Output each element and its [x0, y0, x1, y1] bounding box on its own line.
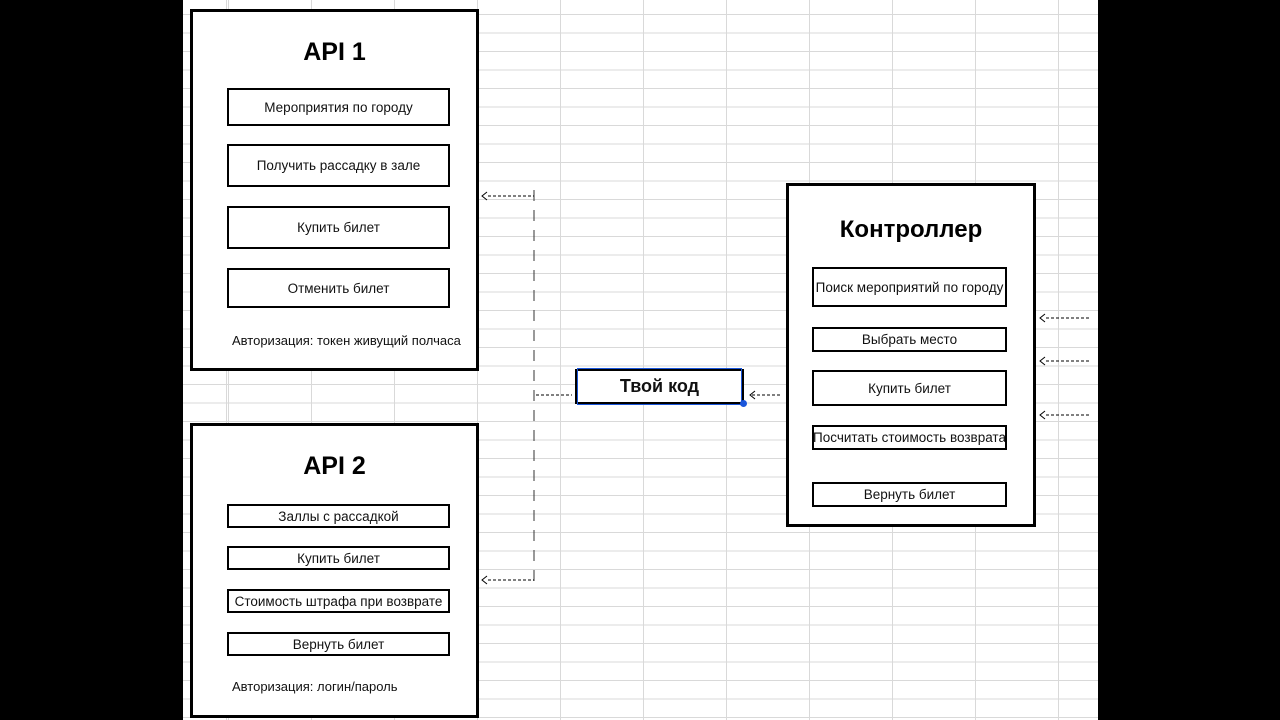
api1-item-buy-ticket[interactable]: Купить билет	[227, 206, 450, 249]
api2-item-halls-with-seating[interactable]: Заллы с рассадкой	[227, 504, 450, 528]
api2-item-buy-ticket[interactable]: Купить билет	[227, 546, 450, 570]
controller-title: Контроллер	[839, 216, 983, 243]
controller-item-return-ticket[interactable]: Вернуть билет	[812, 482, 1007, 507]
api1-auth-note: Авторизация: токен живущий полчаса	[232, 333, 461, 348]
api2-item-return-ticket[interactable]: Вернуть билет	[227, 632, 450, 656]
api2-title: API 2	[303, 452, 366, 480]
api2-item-refund-penalty[interactable]: Стоимость штрафа при возврате	[227, 589, 450, 613]
api1-title: API 1	[303, 38, 366, 66]
your-code-box[interactable]: Твой код	[575, 368, 744, 405]
api1-panel: API 1 Мероприятия по городу Получить рас…	[190, 9, 479, 371]
api1-item-cancel-ticket[interactable]: Отменить билет	[227, 268, 450, 308]
selection-handle[interactable]	[740, 400, 747, 407]
api2-panel: API 2 Заллы с рассадкой Купить билет Сто…	[190, 423, 479, 718]
api1-item-events-by-city[interactable]: Мероприятия по городу	[227, 88, 450, 126]
controller-item-search-events[interactable]: Поиск мероприятий по городу	[812, 267, 1007, 307]
controller-item-buy-ticket[interactable]: Купить билет	[812, 370, 1007, 406]
controller-item-calc-refund[interactable]: Посчитать стоимость возврата	[812, 425, 1007, 450]
controller-item-choose-seat[interactable]: Выбрать место	[812, 327, 1007, 352]
api1-item-hall-seating[interactable]: Получить рассадку в зале	[227, 144, 450, 187]
api2-auth-note: Авторизация: логин/пароль	[232, 679, 398, 694]
controller-panel: Контроллер Поиск мероприятий по городу В…	[786, 183, 1036, 527]
